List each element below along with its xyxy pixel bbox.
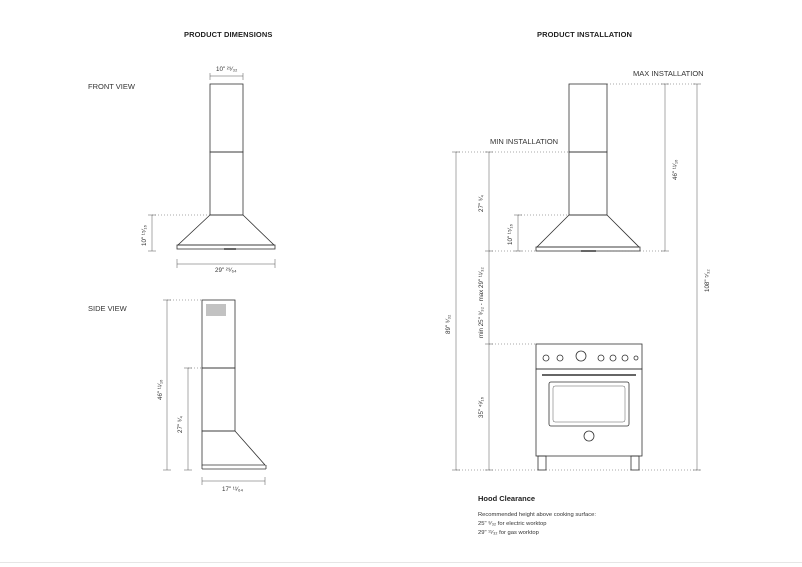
front-view-dimension-lines — [148, 73, 276, 268]
installation-gap-dimension: min 25" ⁹⁄₃₂ - max 29" ¹¹⁄₃₂ — [478, 267, 485, 338]
side-chimney-height-dimension: 27" ⁹⁄₄ — [177, 415, 184, 433]
side-view-label: SIDE VIEW — [88, 304, 127, 313]
chimney-width-dimension: 10" ²⁹⁄₃₂ — [216, 66, 238, 73]
hood-clearance-line2: 25" ⁹⁄₃₂ for electric worktop — [478, 521, 547, 527]
bottom-divider — [0, 562, 802, 563]
installation-dimension-lines — [452, 83, 701, 471]
hood-height-dimension: 10" ¹⁵⁄₁₆ — [141, 224, 148, 246]
hood-clearance-line3: 29" ¹¹⁄₃₂ for gas worktop — [478, 530, 539, 536]
installation-hood-height-dimension: 10" ¹⁵⁄₁₆ — [507, 223, 514, 245]
hood-width-dimension: 29" ²⁹⁄₆₄ — [215, 267, 237, 274]
hood-clearance-line1: Recommended height above cooking surface… — [478, 512, 596, 518]
installation-total-max-dimension: 108" ⁵⁄₃₂ — [704, 269, 711, 292]
min-installation-label: MIN INSTALLATION — [490, 137, 559, 146]
installation-total-min-dimension: 89" ⁹⁄₃₂ — [445, 314, 452, 334]
product-dimensions-heading: PRODUCT DIMENSIONS — [184, 30, 273, 39]
max-installation-label: MAX INSTALLATION — [633, 69, 704, 78]
side-view-dimension-lines — [163, 299, 266, 485]
installation-max-chimney-dimension: 46" ¹¹⁄₁₆ — [672, 159, 679, 180]
hood-clearance-title: Hood Clearance — [478, 494, 536, 503]
range-cooker — [535, 343, 643, 471]
installation-hood — [535, 83, 641, 252]
side-view-hood — [201, 299, 267, 470]
installation-chimney-dimension: 27" ⁹⁄₄ — [478, 194, 485, 212]
side-total-height-dimension: 46" ¹¹⁄₁₆ — [157, 379, 164, 400]
front-view-label: FRONT VIEW — [88, 82, 135, 91]
product-installation-heading: PRODUCT INSTALLATION — [537, 30, 633, 39]
front-view-hood — [176, 83, 276, 250]
installation-range-height-dimension: 35" ⁴³⁄₁₆ — [478, 396, 485, 418]
side-depth-dimension: 17" ¹¹⁄₆₄ — [222, 486, 243, 493]
hood-clearance-block: Hood Clearance Recommended height above … — [478, 494, 698, 538]
